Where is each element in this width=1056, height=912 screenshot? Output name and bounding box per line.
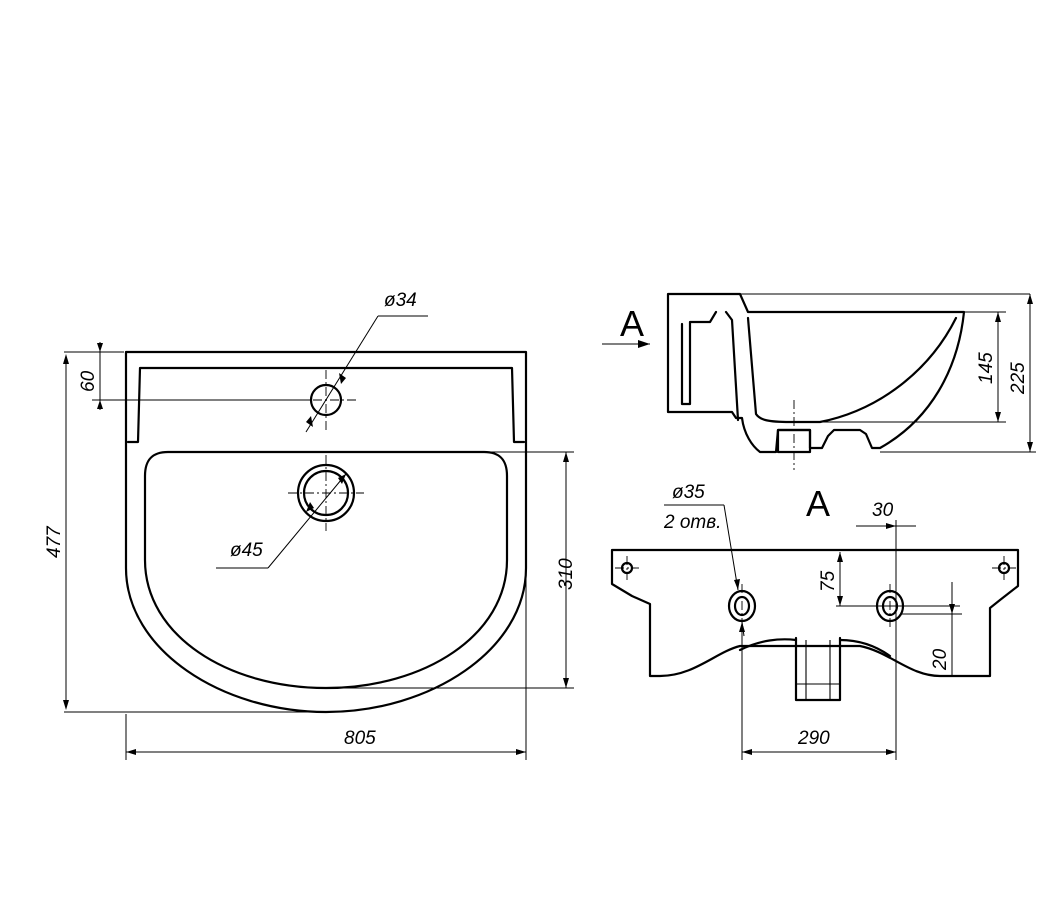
dim-bowl-height: 145	[976, 352, 997, 384]
dim-spacing-290: 290	[797, 728, 830, 749]
section-arrow-label: A	[620, 303, 644, 344]
section-outline	[666, 292, 966, 454]
rear-outline	[610, 548, 1020, 678]
dim-mount-count: 2 отв.	[663, 512, 721, 533]
dim-bowl-depth: 310	[556, 558, 577, 590]
dim-offset-30: 30	[872, 500, 894, 521]
top-view: ø34 ø45 60 477 310 805	[44, 290, 577, 760]
view-marker-label: A	[806, 483, 830, 524]
drain-pipe	[794, 636, 842, 702]
dim-deck-60: 60	[78, 370, 99, 392]
deck-edge	[126, 366, 526, 444]
dim-total-height: 225	[1008, 362, 1029, 395]
drain-outer	[296, 463, 356, 523]
bowl-outline	[143, 450, 509, 690]
section-bowl-curve	[746, 316, 958, 424]
dim-faucet-hole-dia: ø34	[384, 290, 417, 311]
side-section-view: A 145 225	[602, 292, 1036, 470]
faucet-hole	[309, 383, 343, 417]
dim-offset-75: 75	[818, 570, 839, 592]
rear-view: A ø35 2 отв.	[610, 482, 1020, 760]
dim-total-width: 805	[344, 728, 376, 749]
dim-mount-dia: ø35	[672, 482, 705, 503]
dim-total-depth: 477	[44, 525, 65, 558]
dim-drain-dia: ø45	[230, 540, 263, 561]
basin-outline	[124, 350, 528, 714]
dim-offset-20: 20	[930, 648, 951, 671]
